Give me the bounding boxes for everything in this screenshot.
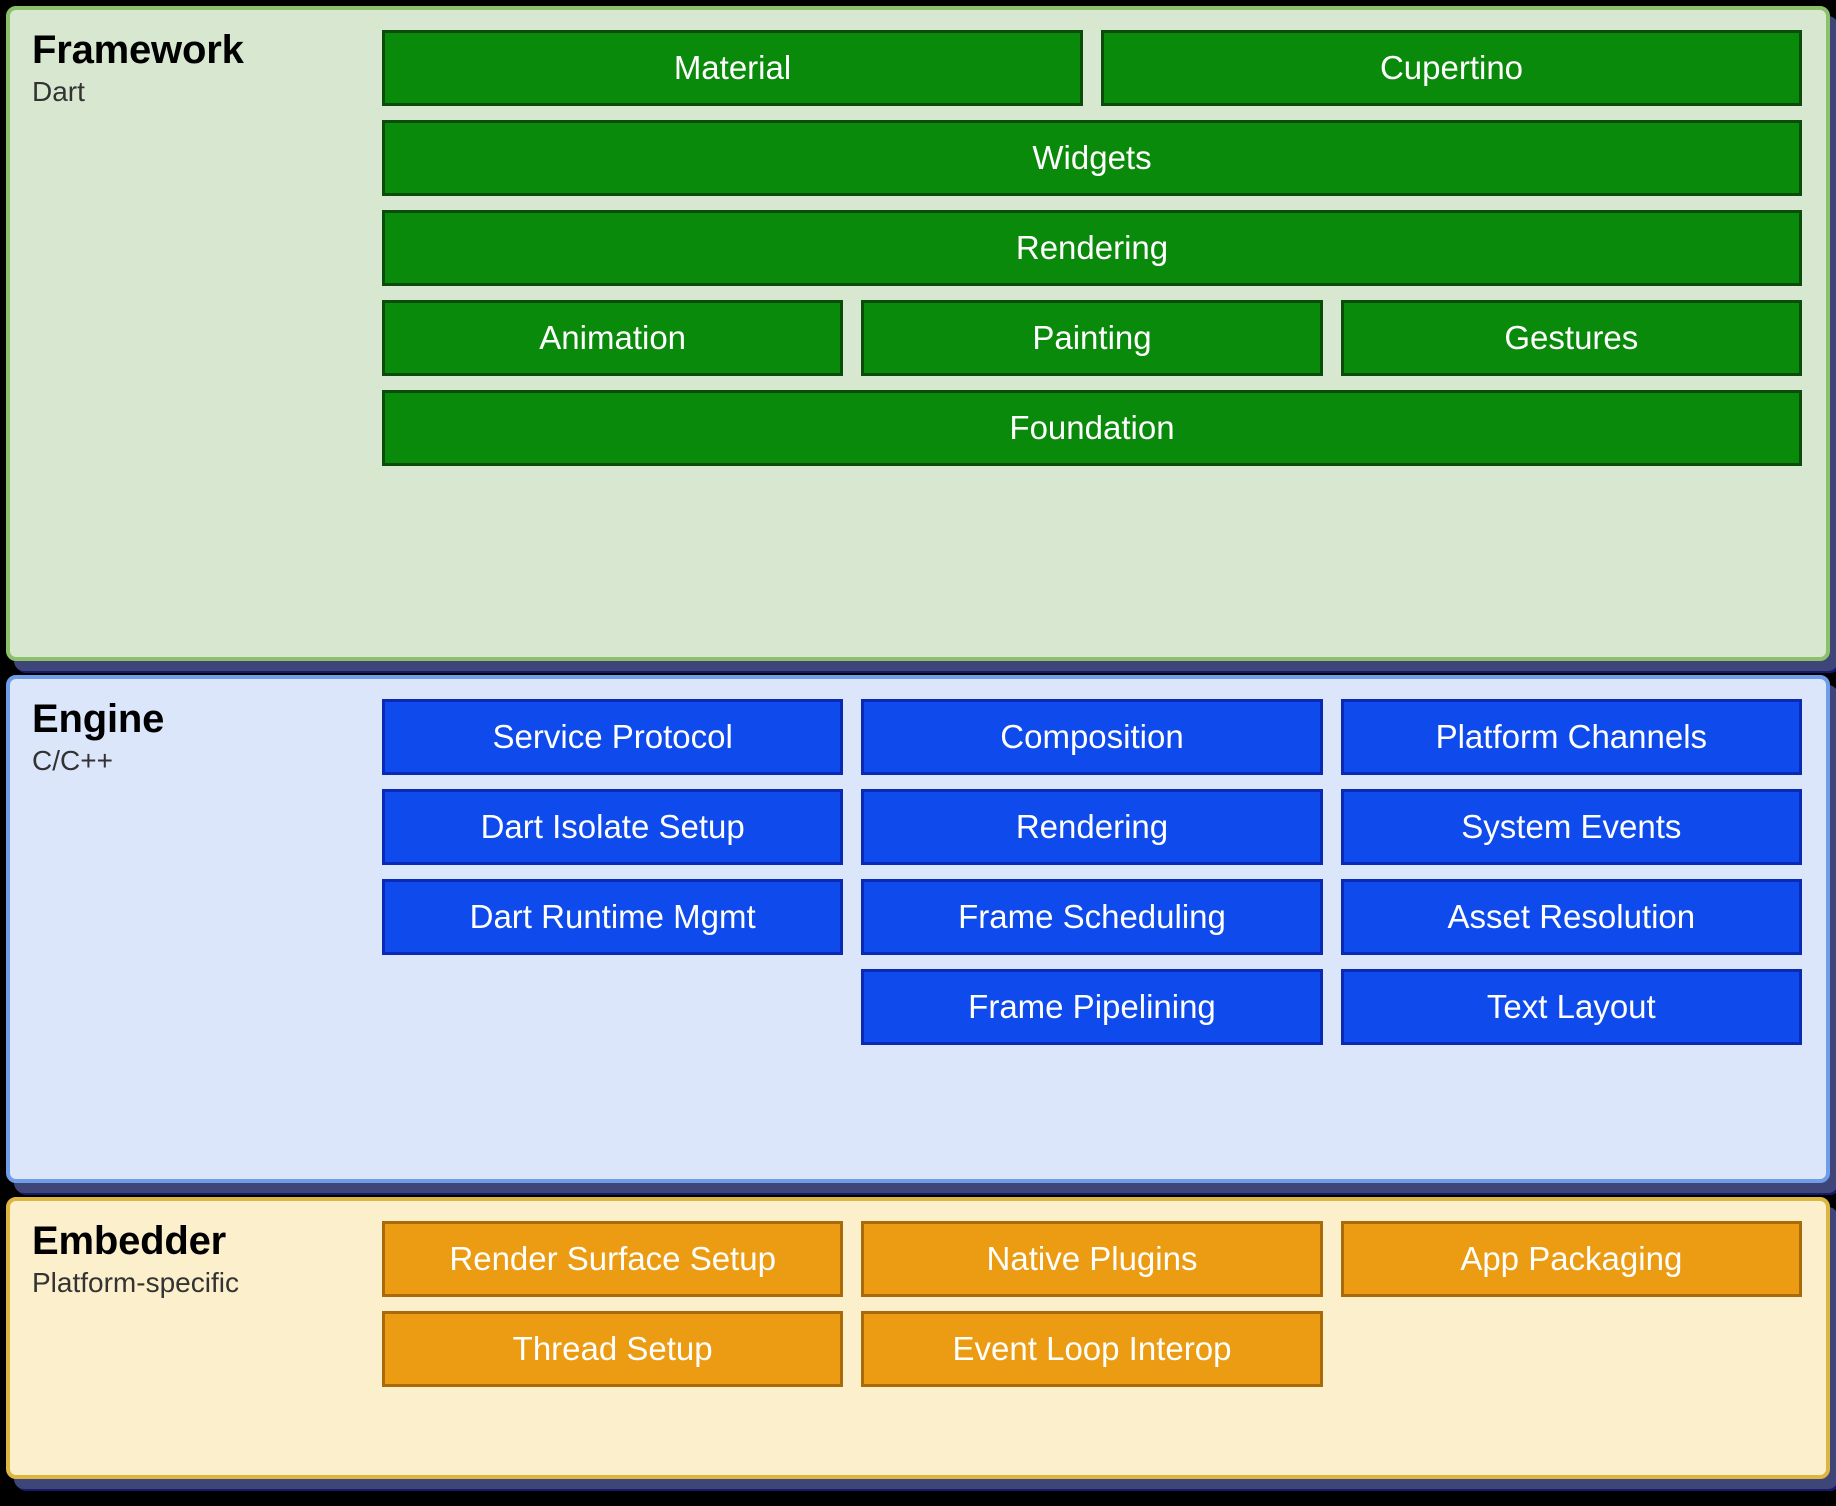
module-box-dart-isolate-setup[interactable]: Dart Isolate Setup <box>382 789 844 865</box>
module-box-material[interactable]: Material <box>382 30 1083 106</box>
module-box-text-layout[interactable]: Text Layout <box>1340 969 1802 1045</box>
module-box-painting[interactable]: Painting <box>861 300 1323 376</box>
module-box-system-events[interactable]: System Events <box>1340 789 1802 865</box>
module-box-rendering[interactable]: Rendering <box>382 210 1802 286</box>
box-row: Widgets <box>382 120 1802 196</box>
module-box-service-protocol[interactable]: Service Protocol <box>382 699 844 775</box>
module-box-animation[interactable]: Animation <box>382 300 844 376</box>
module-box-widgets[interactable]: Widgets <box>382 120 1802 196</box>
module-box-dart-runtime-mgmt[interactable]: Dart Runtime Mgmt <box>382 879 844 955</box>
module-box-gestures[interactable]: Gestures <box>1340 300 1802 376</box>
module-box-event-loop-interop[interactable]: Event Loop Interop <box>861 1311 1323 1387</box>
module-box-cupertino[interactable]: Cupertino <box>1101 30 1802 106</box>
layer-name-framework: Framework <box>32 28 244 72</box>
module-box-frame-scheduling[interactable]: Frame Scheduling <box>861 879 1323 955</box>
module-box-app-packaging[interactable]: App Packaging <box>1340 1221 1802 1297</box>
module-box-frame-pipelining[interactable]: Frame Pipelining <box>861 969 1323 1045</box>
layer-name-embedder: Embedder <box>32 1219 227 1263</box>
layer-sublabel-engine: C/C++ <box>32 744 113 776</box>
module-box-foundation[interactable]: Foundation <box>382 390 1802 466</box>
module-box-rendering[interactable]: Rendering <box>861 789 1323 865</box>
module-box-render-surface-setup[interactable]: Render Surface Setup <box>382 1221 844 1297</box>
layer-name-engine: Engine <box>32 697 165 741</box>
layer-sublabel-framework: Dart <box>32 75 85 107</box>
module-box-platform-channels[interactable]: Platform Channels <box>1340 699 1802 775</box>
module-box-composition[interactable]: Composition <box>861 699 1323 775</box>
box-row: Rendering <box>382 210 1802 286</box>
layer-sublabel-embedder: Platform-specific <box>32 1266 239 1298</box>
module-box-native-plugins[interactable]: Native Plugins <box>861 1221 1323 1297</box>
module-box-thread-setup[interactable]: Thread Setup <box>382 1311 844 1387</box>
module-box-asset-resolution[interactable]: Asset Resolution <box>1340 879 1802 955</box>
box-row: Foundation <box>382 390 1802 466</box>
